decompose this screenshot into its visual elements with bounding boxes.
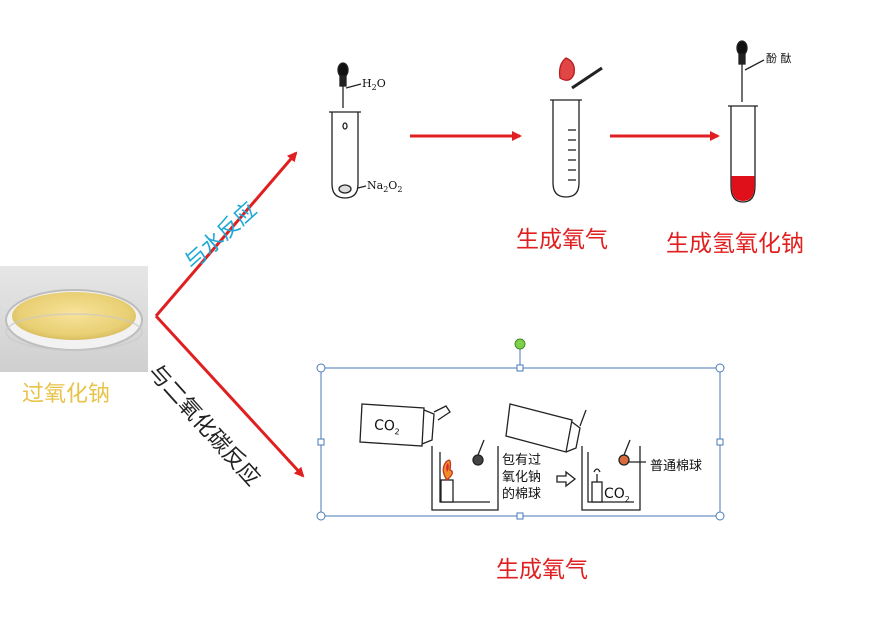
arrow-to-co2 [154, 314, 305, 478]
peroxide-cotton-line-3: 的棉球 [502, 487, 542, 502]
label-co2-beaker: CO2 [604, 486, 630, 504]
test-tube-naoh [728, 40, 765, 203]
result-naoh: 生成氢氧化钠 [666, 231, 804, 257]
petri-dish-photo [0, 266, 148, 372]
label-na2o2: Na2O2 [367, 179, 403, 195]
peroxide-cotton-line-2: 氧化钠 [502, 470, 542, 485]
peroxide-cotton-line-1: 包有过 [502, 453, 542, 468]
label-peroxide-cotton: 包有过 氧化钠 的棉球 [502, 452, 541, 503]
test-tube-water [329, 62, 367, 199]
selection-frame [316, 338, 725, 521]
label-phenolphthalein: 酚 酞 [766, 52, 792, 65]
co2-experiment [359, 403, 646, 511]
result-oxygen-co2: 生成氧气 [496, 557, 588, 583]
test-tube-oxygen [550, 57, 603, 198]
result-oxygen-water: 生成氧气 [516, 227, 608, 253]
label-co2-bottle-1: CO2 [373, 417, 400, 437]
label-plain-cotton: 普通棉球 [650, 459, 703, 474]
label-h2o: H2O [362, 77, 386, 93]
arrow-to-water [154, 151, 298, 317]
substance-label: 过氧化钠 [22, 382, 111, 407]
